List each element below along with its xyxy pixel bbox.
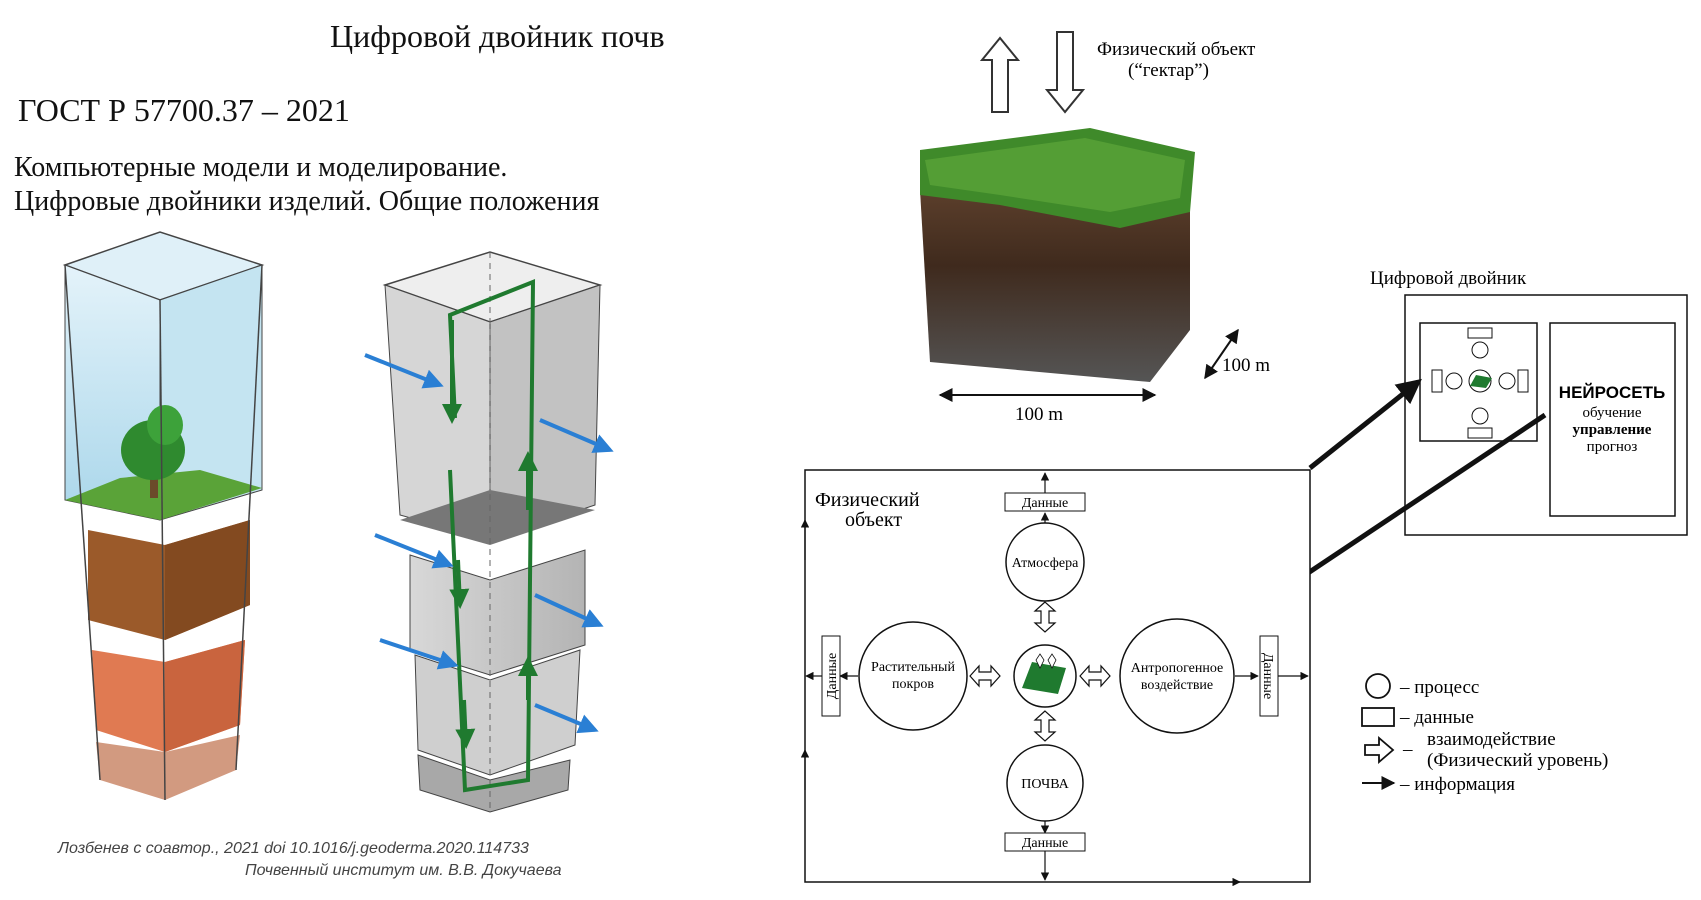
vegetation-label-1: Растительный: [871, 660, 955, 675]
legend-interaction-label-1: взаимодействие: [1427, 729, 1556, 750]
legend-process-symbol: [1365, 673, 1391, 699]
soil-label: ПОЧВА: [1021, 777, 1069, 792]
neural-net-box: [1549, 322, 1676, 517]
legend-process-label: – процесс: [1399, 677, 1479, 698]
vegetation-process: [858, 621, 968, 731]
frame-label-1: Физический: [815, 489, 920, 511]
anthropogenic-process: [1119, 618, 1235, 734]
data-label-right: Данные: [1260, 653, 1275, 699]
data-label-left: Данные: [825, 653, 840, 699]
legend-information-label: – информация: [1399, 774, 1515, 795]
vegetation-label-2: покров: [892, 677, 934, 692]
citation-line-2: Почвенный институт им. В.В. Докучаева: [245, 862, 562, 879]
neural-net-title: НЕЙРОСЕТЬ: [1559, 383, 1665, 402]
dimension-width: 100 m: [1015, 404, 1063, 425]
standard-code: ГОСТ Р 57700.37 – 2021: [18, 92, 350, 128]
legend-interaction-dash: –: [1402, 739, 1413, 760]
legend-data-symbol: [1361, 707, 1395, 727]
legend-interaction-label-2: (Физический уровень): [1427, 750, 1608, 771]
digital-column-illustration: [364, 251, 614, 813]
neural-net-forecast: прогноз: [1587, 439, 1638, 455]
atmosphere-process: [1005, 522, 1085, 602]
neural-net-train: обучение: [1583, 405, 1642, 421]
mini-model: [1419, 322, 1538, 442]
physical-object-label-1: Физический объект: [1097, 39, 1256, 60]
dimension-depth: 100 m: [1222, 355, 1270, 376]
physical-object-label-2: (“гектар”): [1128, 60, 1209, 81]
subtitle-line-2: Цифровые двойники изделий. Общие положен…: [14, 186, 600, 217]
frame-label-2: объект: [845, 509, 902, 531]
digital-twin-label: Цифровой двойник: [1370, 268, 1527, 289]
legend-data-label: – данные: [1399, 707, 1474, 728]
neural-net-control: управление: [1573, 422, 1652, 438]
link-to-twin-arrow: [1308, 378, 1422, 470]
anthropogenic-label-2: воздействие: [1141, 678, 1213, 693]
data-box-top: [1004, 492, 1086, 512]
citation-line-1: Лозбенев с соавтор., 2021 doi 10.1016/j.…: [58, 840, 529, 857]
hectare-soil-block: [920, 31, 1239, 402]
atmosphere-label: Атмосфера: [1012, 556, 1079, 571]
soil-column-illustration: [62, 231, 265, 801]
legend: – процесс – данные – взаимодействие (Физ…: [1361, 673, 1608, 795]
legend-interaction-symbol: [1364, 736, 1395, 764]
page-title: Цифровой двойник почв: [330, 18, 665, 54]
data-label-bottom: Данные: [1022, 836, 1068, 851]
data-label-top: Данные: [1022, 496, 1068, 511]
anthropogenic-label-1: Антропогенное: [1131, 661, 1224, 676]
subtitle-line-1: Компьютерные модели и моделирование.: [14, 152, 508, 183]
